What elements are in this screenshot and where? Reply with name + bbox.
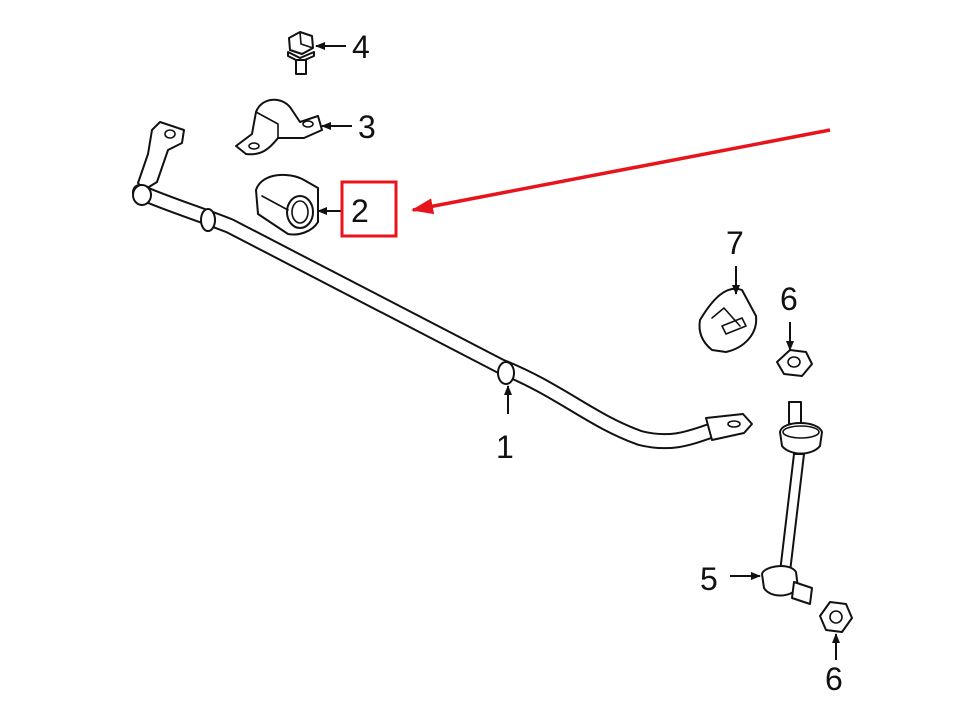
leader-lines [315,42,840,660]
stabilizer-bar [132,121,753,450]
callout-5: 5 [700,561,718,597]
callout-2: 2 [351,193,369,229]
highlight-box [340,180,398,238]
bracket-part [235,98,323,156]
callout-6-upper: 6 [780,281,798,317]
callout-4: 4 [352,29,370,65]
link-bracket-part [698,287,758,353]
bushing-part [255,173,319,236]
callout-7: 7 [726,225,744,261]
callout-6-lower: 6 [825,661,843,697]
bolt-part [287,31,315,75]
highlight-arrow [411,128,831,215]
nut-part-upper [776,349,813,377]
stabilizer-link-part [761,401,823,605]
callout-3: 3 [358,109,376,145]
callout-1: 1 [496,429,514,465]
nut-part-lower [819,601,853,633]
